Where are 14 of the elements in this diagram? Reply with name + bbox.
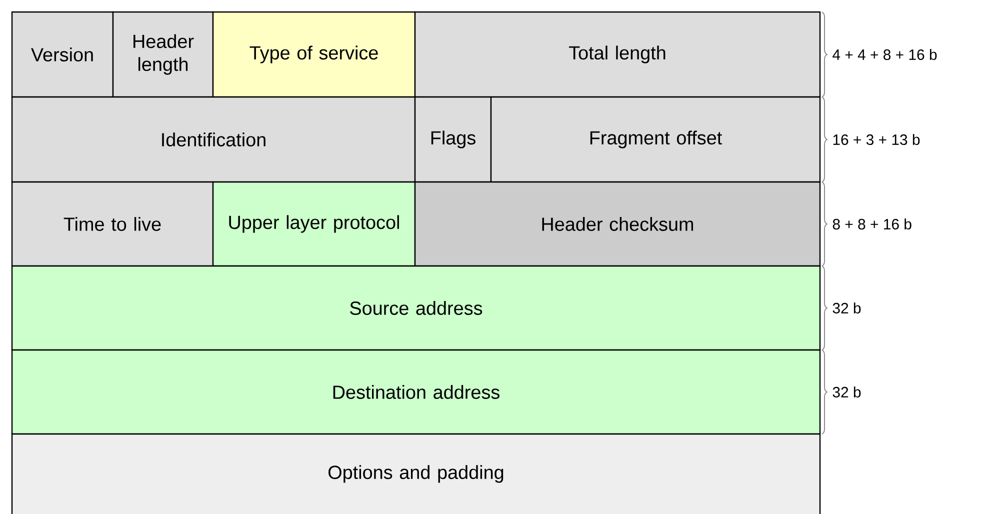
field-box: Time to live [11,181,214,267]
field-box: Destination address [11,349,821,435]
field-box: Upper layer protocol [212,181,416,267]
bit-width-label: 8 + 8 + 16 b [832,218,912,230]
field-box: Options and padding [11,433,821,514]
field-box: Header length [112,11,214,98]
bit-width-label: 4 + 4 + 8 + 16 b [832,49,937,60]
field-box: Version [11,11,114,98]
field-box: Header checksum [414,181,821,267]
field-box: Flags [414,96,492,183]
bit-width-label: 32 b [832,386,861,398]
bit-width-label: 16 + 3 + 13 b [833,134,920,145]
bit-width-label: 32 b [832,302,861,314]
field-box: Type of service [212,11,416,98]
